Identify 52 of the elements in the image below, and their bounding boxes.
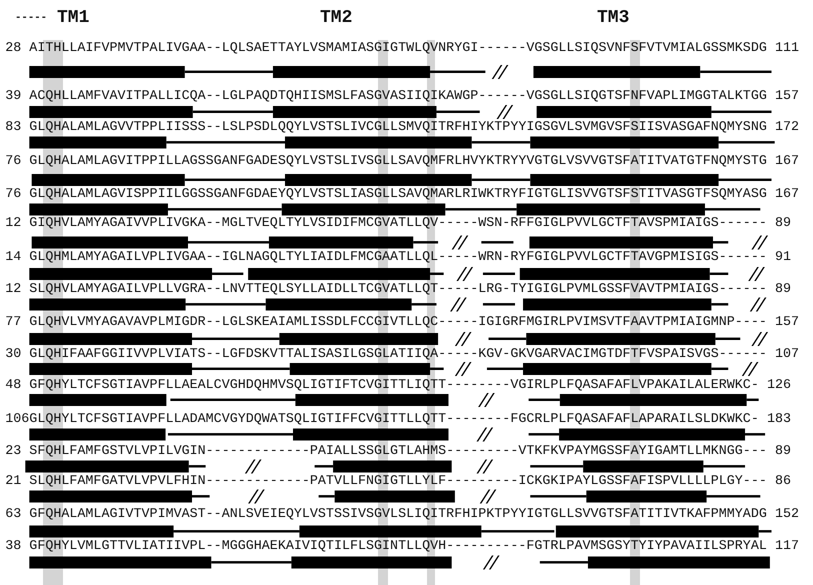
end-position-number: 167 [775, 188, 800, 202]
segment-heading: TM3 [597, 8, 630, 28]
dash-label: ----- [15, 12, 48, 24]
start-position-number: 38 [5, 540, 22, 554]
start-position-number: 28 [5, 42, 22, 56]
start-position-number: 12 [5, 217, 22, 231]
end-position-number: 126 [767, 379, 792, 393]
start-position-number: 77 [5, 316, 22, 330]
sequence-text: SFQHLFAMFGSTVLVPILVGIN-------------PAIALLSSGLGTLAHMS---------VTKFKVPAYMGSSFAYIGAMTLLMKNGG--- [29, 445, 767, 459]
end-position-number: 111 [775, 42, 800, 56]
end-position-number: 89 [775, 217, 792, 231]
start-position-number: 23 [5, 445, 22, 459]
start-position-number: 83 [5, 121, 22, 135]
end-position-number: 89 [775, 283, 792, 297]
end-position-number: 157 [775, 316, 800, 330]
start-position-number: 106 [5, 413, 30, 427]
end-position-number: 152 [775, 508, 800, 522]
sequence-text: AITHLLAIFVPMVTPALIVGAA--LQLSAETTAYLVSMAMIASGIGTWLQVNRYGI------VGSGLLSIQSVNFSFVTVMIALGSSMKSDG [29, 42, 767, 56]
start-position-number: 76 [5, 188, 22, 202]
segment-heading: TM2 [320, 8, 352, 28]
sequence-text: GLQHYLTCFSGTIAVPFLLADAMCVGYDQWATSQLIGTIFFCVGITTLLQTT--------FGCRLPLFQASAFAFLAPARAILSLDKWKC- [29, 413, 759, 427]
sequence-text: GIQHVLAMYAGAIVVPLIVGKA--MGLTVEQLTYLVSIDIFMCGVATLLQV-----WSN-RFFGIGLPVVLGCTFTAVSPMIAIGS------ [29, 217, 767, 231]
start-position-number: 63 [5, 508, 22, 522]
sequence-text: GLQHALAMLAGVVTPPLIISSS--LSLPSDLQQYLVSTSLIVCGLLSMVQITRFHIYKTPYYIGSGVLSVMGVSFSIISVASGAFNQMYSNG [29, 121, 767, 135]
start-position-number: 30 [5, 348, 22, 362]
sequence-text: GFQHYLTCFSGTIAVPFLLAEALCVGHDQHMVSQLIGTIFTCVGITTLIQTT--------VGIRLPLFQASAFAFLVPAKAILALERWKC- [29, 379, 759, 393]
end-position-number: 86 [775, 475, 792, 489]
sequence-text: GFQHYLVMLGTTVLIATIIVPL--MGGGHAEKAIVIQTILFLSGINTLLQVH----------FGTRLPAVMSGSYTYIYPAVAIILSPRYAL [29, 540, 767, 554]
start-position-number: 76 [5, 155, 22, 169]
end-position-number: 167 [775, 155, 800, 169]
end-position-number: 91 [775, 251, 792, 265]
sequence-text: GLQHMLAMYAGAILVPLIVGAA--IGLNAGQLTYLIAIDLFMCGAATLLQL-----WRN-RYFGIGLPVVLGCTFTAVGPMISIGS------ [29, 251, 767, 265]
end-position-number: 89 [775, 445, 792, 459]
start-position-number: 12 [5, 283, 22, 297]
start-position-number: 21 [5, 475, 22, 489]
sequence-text: GLQHALAMLAGVISPPIILGGSSGANFGDAEYQYLVSTSLIASGLLSAVQMARLRIWKTRYFIGTGLISVVGTSFSTITVASGTFSQMYASG [29, 188, 767, 202]
sequence-text: GLQHIFAAFGGIIVVPLVIATS--LGFDSKVTTALISASILGSGLATIIQA-----KGV-GKVGARVACIMGTDFTFVSPAISVGS------ [29, 348, 767, 362]
sequence-text: GFQHALAMLAGIVTVPIMVAST--ANLSVEIEQYLVSTSSIVSGVLSLIQITRFHIPKTPYYIGTGLLSVVGTSFATITIVTKAFPMMYADG [29, 508, 767, 522]
sequence-text: GLQHVLVMYAGAVAVPLMIGDR--LGLSKEAIAMLISSDLFCCGIVTLLQC-----IGIGRFMGIRLPVIMSVTFAAVTPMIAIGMNP---- [29, 316, 767, 330]
sequence-text: SLQHVLAMYAGAILVPLLVGRA--LNVTTEQLSYLLAIDLLTCGVATLLQT-----LRG-TYIGIGLPVMLGSSFVAVTPMIAIGS------ [29, 283, 767, 297]
sequence-text: ACQHLLAMFVAVITPALLICQA--LGLPAQDTQHIISMSLFASGVASIIQIKAWGP------VGSGLLSIQGTSFNFVAPLIMGGTALKTGG [29, 90, 767, 104]
sequence-text: SLQHLFAMFGATVLVPVLFHIN-------------PATVLLFNGIGTLLYLF---------ICKGKIPAYLGSSFAFISPVLLLLPLGY--- [29, 475, 767, 489]
start-position-number: 14 [5, 251, 22, 265]
start-position-number: 48 [5, 379, 22, 393]
sequence-text: GLQHALAMLAGVITPPILLAGSSGANFGADESQYLVSTSLIVSGLLSAVQMFRLHVYKTRYYVGTGLVSVVGTSFATITVATGTFNQMYSTG [29, 155, 767, 169]
start-position-number: 39 [5, 90, 22, 104]
end-position-number: 117 [775, 540, 800, 554]
end-position-number: 172 [775, 121, 800, 135]
segment-heading: TM1 [57, 8, 90, 28]
end-position-number: 183 [767, 413, 792, 427]
end-position-number: 157 [775, 90, 800, 104]
end-position-number: 107 [775, 348, 800, 362]
